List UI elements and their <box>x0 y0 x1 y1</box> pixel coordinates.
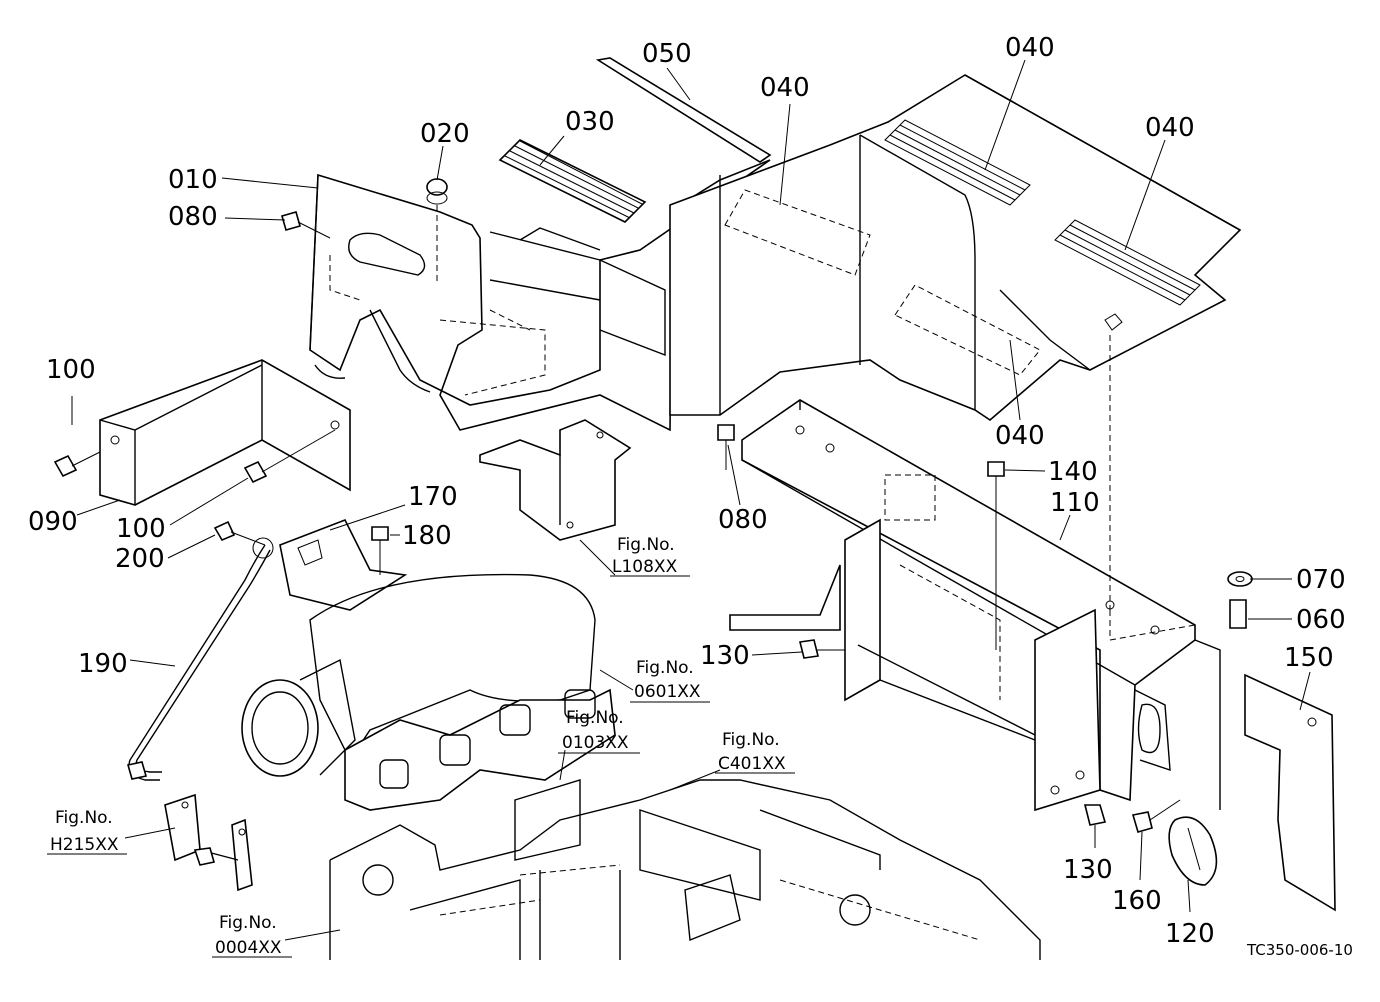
svg-text:H215XX: H215XX <box>50 835 119 855</box>
left-step-cover <box>309 159 771 432</box>
bolt-080-right <box>717 424 735 470</box>
thin-cover-plate <box>595 57 772 163</box>
figref-l108: Fig.No. L108XX <box>610 535 690 577</box>
cable-bracket <box>164 793 253 892</box>
bolt-100 <box>243 429 336 484</box>
svg-text:Fig.No.: Fig.No. <box>566 708 624 728</box>
svg-text:0601XX: 0601XX <box>634 682 701 702</box>
bolt-160 <box>1131 799 1181 833</box>
label-050: 050 <box>642 39 692 69</box>
label-100-bottom: 100 <box>116 514 166 544</box>
seat-bracket <box>479 419 632 541</box>
main-support-frame <box>729 399 1221 812</box>
hardware <box>53 178 1253 866</box>
vertical-fastener-line <box>436 205 1111 610</box>
label-170: 170 <box>408 482 458 512</box>
label-110: 110 <box>1050 488 1100 518</box>
svg-text:0004XX: 0004XX <box>215 938 282 958</box>
label-120: 120 <box>1165 919 1215 949</box>
label-130-upper: 130 <box>700 641 750 671</box>
bolt-180 <box>371 526 389 575</box>
svg-text:L108XX: L108XX <box>612 557 678 577</box>
label-040-right: 040 <box>1145 113 1195 143</box>
bolt-090 <box>53 451 101 478</box>
label-080-right: 080 <box>718 505 768 535</box>
figref-0103: Fig.No. 0103XX <box>558 708 640 754</box>
label-060: 060 <box>1296 605 1346 635</box>
label-180: 180 <box>402 521 452 551</box>
bolt-200 <box>213 520 266 546</box>
right-floor-plate <box>669 74 1242 422</box>
figref-0601: Fig.No. 0601XX <box>630 658 710 703</box>
label-040-top-right: 040 <box>1005 33 1055 63</box>
svg-text:0103XX: 0103XX <box>562 733 629 753</box>
label-100-top: 100 <box>46 355 96 385</box>
leader-lines <box>71 59 1311 941</box>
hole-cover <box>1168 816 1218 886</box>
bolt-140 <box>987 461 1005 650</box>
figref-0004: Fig.No. 0004XX <box>212 913 292 958</box>
part-labels: 010 020 030 050 040 040 040 040 080 100 … <box>28 33 1346 949</box>
nut-rod-end <box>126 761 216 866</box>
svg-text:Fig.No.: Fig.No. <box>722 730 780 750</box>
figref-h215: Fig.No. H215XX <box>47 808 127 855</box>
label-190: 190 <box>78 649 128 679</box>
label-160: 160 <box>1112 886 1162 916</box>
svg-text:C401XX: C401XX <box>718 754 786 774</box>
exhaust-manifold <box>241 573 616 811</box>
throttle-plate <box>279 518 408 611</box>
nut-060 <box>1229 599 1247 629</box>
svg-text:Fig.No.: Fig.No. <box>55 808 113 828</box>
washer-070 <box>1227 571 1253 587</box>
label-040-bottom: 040 <box>995 421 1045 451</box>
label-140: 140 <box>1048 457 1098 487</box>
svg-text:Fig.No.: Fig.No. <box>219 913 277 933</box>
svg-text:Fig.No.: Fig.No. <box>636 658 694 678</box>
label-070: 070 <box>1296 565 1346 595</box>
label-150: 150 <box>1284 643 1334 673</box>
label-080-left: 080 <box>168 202 218 232</box>
bolt-130-upper <box>799 639 845 659</box>
engine-block <box>329 779 1041 960</box>
svg-text:Fig.No.: Fig.No. <box>617 535 675 555</box>
front-cover-sheet <box>99 359 351 506</box>
bolt-080-left <box>281 211 331 239</box>
label-130-lower: 130 <box>1063 855 1113 885</box>
label-030: 030 <box>565 107 615 137</box>
side-panel <box>1244 673 1336 912</box>
bolt-130-lower <box>1083 804 1107 826</box>
label-020: 020 <box>420 119 470 149</box>
label-040-top-center: 040 <box>760 73 810 103</box>
figref-c401: Fig.No. C401XX <box>715 730 795 774</box>
grommet-020 <box>426 178 448 205</box>
ribbed-step-mat <box>498 139 647 223</box>
label-090: 090 <box>28 507 78 537</box>
label-010: 010 <box>168 165 218 195</box>
label-200: 200 <box>115 544 165 574</box>
drawing-code: TC350-006-10 <box>1246 941 1353 959</box>
figure-references: Fig.No. L108XX Fig.No. 0601XX Fig.No. 01… <box>47 535 795 958</box>
